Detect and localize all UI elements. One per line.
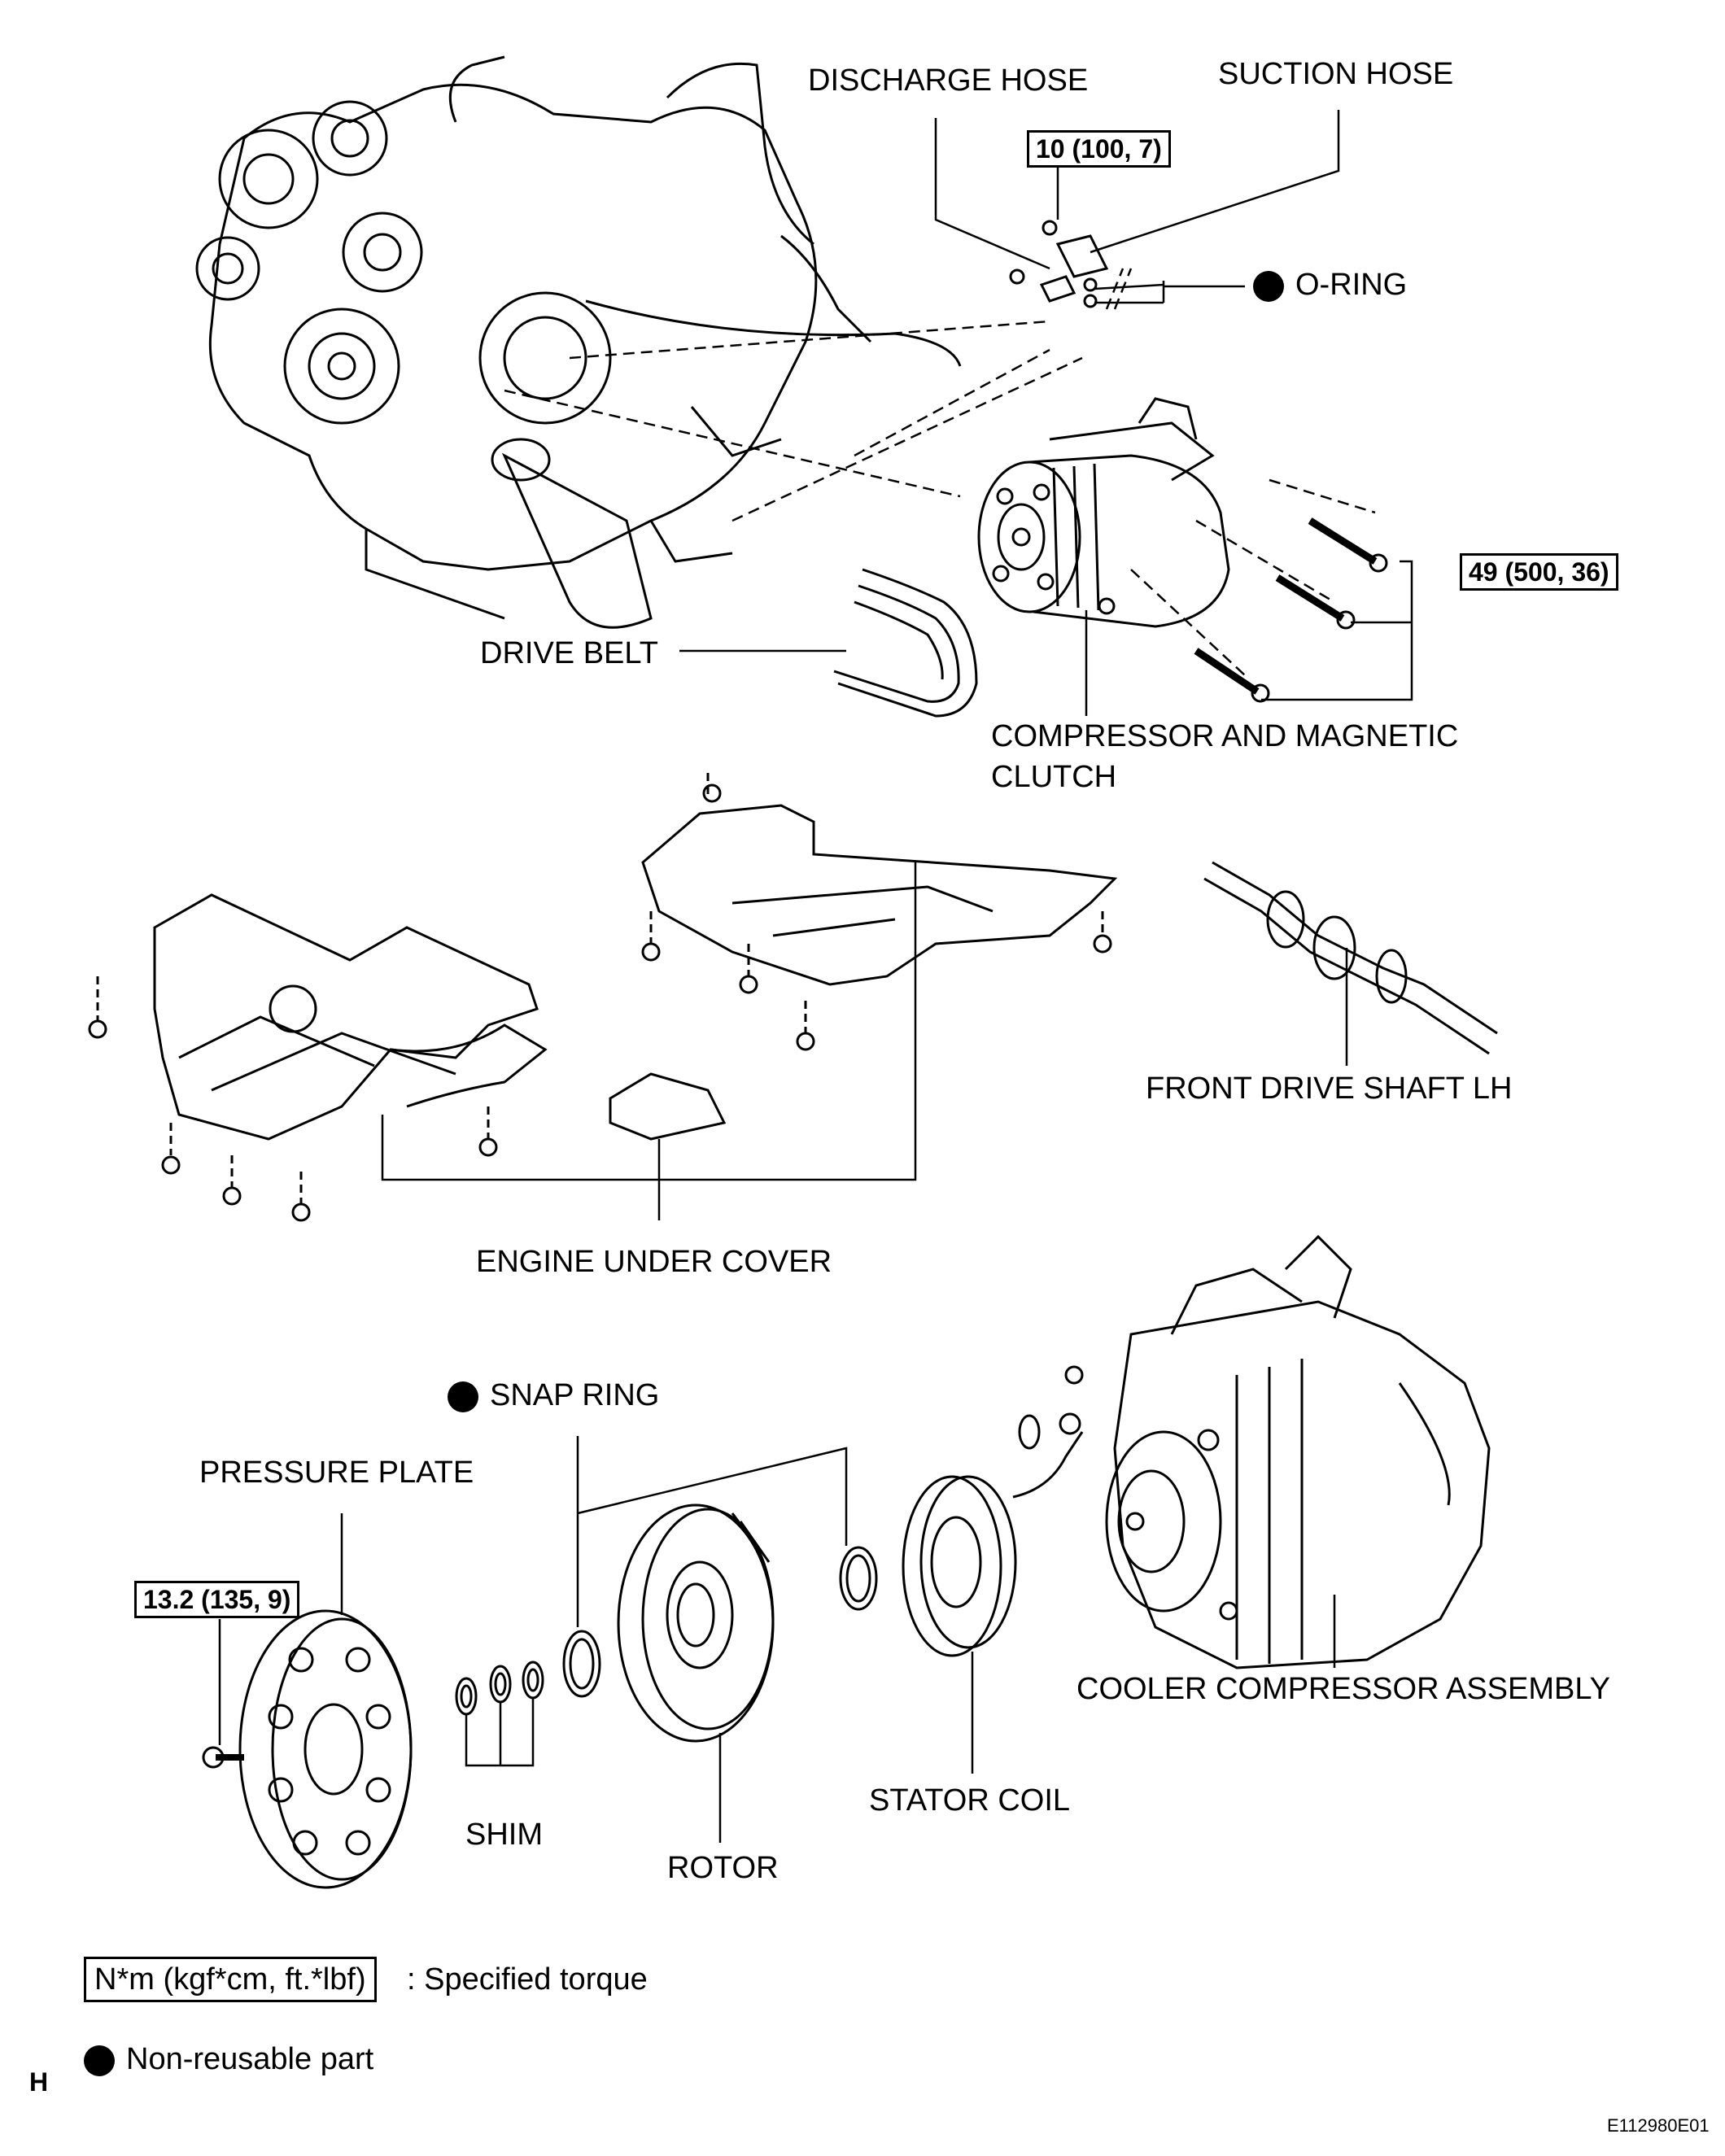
label-engine-under-cover: ENGINE UNDER COVER xyxy=(476,1245,832,1279)
legend-nonreusable-text: Non-reusable part xyxy=(126,2042,374,2076)
non-reusable-dot-icon xyxy=(1253,270,1284,302)
label-shim: SHIM xyxy=(465,1818,543,1852)
legend-torque-unit: N*m (kgf*cm, ft.*lbf) xyxy=(84,1957,377,2002)
label-cooler-compressor: COOLER COMPRESSOR ASSEMBLY xyxy=(1076,1672,1611,1706)
label-discharge-hose: DISCHARGE HOSE xyxy=(808,63,1089,98)
pressure-plate-bolt xyxy=(202,1746,244,1769)
label-suction-hose: SUCTION HOSE xyxy=(1218,57,1454,91)
snap-ring-outer xyxy=(839,1546,878,1611)
label-rotor: ROTOR xyxy=(667,1851,779,1885)
compressor-bolts xyxy=(1194,517,1388,703)
torque-compressor-bolts: 49 (500, 36) xyxy=(1460,553,1618,591)
label-compressor-line2: CLUTCH xyxy=(991,760,1117,794)
torque-hose-bolts: 10 (100, 7) xyxy=(1027,130,1171,168)
label-snap-ring: SNAP RING xyxy=(448,1377,659,1414)
figure-id: E112980E01 xyxy=(1607,2115,1710,2136)
label-pressure-plate: PRESSURE PLATE xyxy=(199,1456,474,1490)
under-cover-right xyxy=(609,804,1118,1141)
snap-ring-inner xyxy=(562,1630,601,1698)
drive-belt xyxy=(833,568,978,718)
rotor xyxy=(617,1504,775,1743)
label-compressor-line1: COMPRESSOR AND MAGNETIC xyxy=(991,719,1459,753)
under-cover-left xyxy=(153,893,548,1141)
label-o-ring: O-RING xyxy=(1253,266,1407,303)
label-o-ring-text: O-RING xyxy=(1295,268,1408,302)
compressor-mounted xyxy=(977,397,1230,628)
label-drive-belt: DRIVE BELT xyxy=(480,636,658,670)
engine-illustration xyxy=(195,55,962,629)
legend-nonreusable: Non-reusable part xyxy=(84,2040,373,2078)
corner-letter: H xyxy=(29,2067,49,2097)
under-cover-bolts xyxy=(88,773,1112,1222)
stator-coil xyxy=(902,1365,1084,1657)
non-reusable-dot-icon xyxy=(448,1381,478,1412)
front-drive-shaft xyxy=(1203,861,1498,1055)
torque-pressure-plate-bolt: 13.2 (135, 9) xyxy=(134,1581,300,1618)
label-front-drive-shaft: FRONT DRIVE SHAFT LH xyxy=(1146,1071,1513,1106)
pressure-plate xyxy=(238,1609,413,1889)
label-snap-ring-text: SNAP RING xyxy=(490,1378,660,1412)
legend-torque-text: : Specified torque xyxy=(407,1962,648,1997)
hose-fittings xyxy=(1009,220,1109,308)
cooler-compressor xyxy=(1105,1234,1491,1669)
label-stator-coil: STATOR COIL xyxy=(869,1783,1071,1818)
alignment-lines xyxy=(504,268,1376,676)
non-reusable-dot-icon xyxy=(84,2045,115,2076)
leader-lines xyxy=(218,110,1413,1843)
